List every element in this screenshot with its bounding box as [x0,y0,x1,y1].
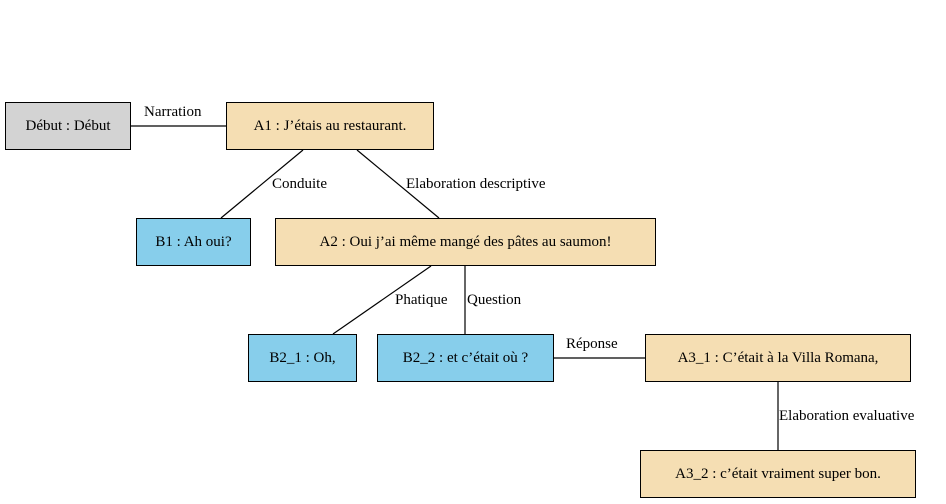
node-a3-2[interactable]: A3_2 : c’était vraiment super bon. [640,450,916,498]
edge-label-conduite: Conduite [272,176,327,192]
edge-label-elaboration-descriptive: Elaboration descriptive [406,176,546,192]
edge-label-narration: Narration [144,104,202,120]
node-b2-1[interactable]: B2_1 : Oh, [248,334,357,382]
edge-conduite [220,149,304,219]
edge-label-reponse: Réponse [566,336,618,352]
edge-label-phatique: Phatique [395,292,448,308]
edge-label-question: Question [467,292,522,308]
node-a2[interactable]: A2 : Oui j’ai même mangé des pâtes au sa… [275,218,656,266]
edge-phatique [332,265,432,335]
edge-label-elaboration-evaluative: Elaboration evaluative [779,408,915,424]
node-b2-2[interactable]: B2_2 : et c’était où ? [377,334,554,382]
node-b1[interactable]: B1 : Ah oui? [136,218,251,266]
node-debut[interactable]: Début : Début [5,102,131,150]
edge-elaboration-descriptive [356,149,440,219]
node-a3-1[interactable]: A3_1 : C’était à la Villa Romana, [645,334,911,382]
node-a1[interactable]: A1 : J’étais au restaurant. [226,102,434,150]
